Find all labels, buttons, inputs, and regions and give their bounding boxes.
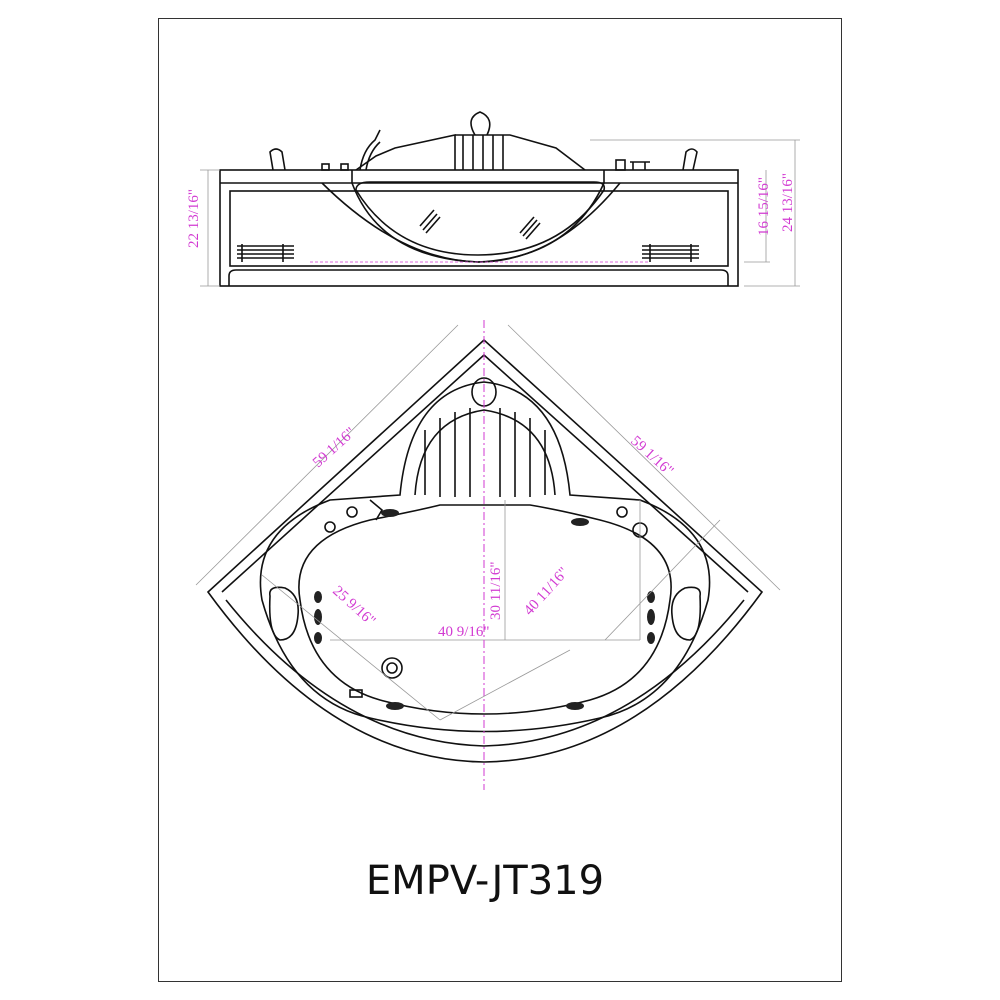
dim-basin-width: 40 9/16" [438, 624, 490, 640]
dim-overall-height-left: 22 13/16" [186, 189, 202, 248]
model-title: EMPV-JT319 [365, 858, 605, 904]
drawing-frame [158, 18, 842, 982]
dim-overall-height-right: 24 13/16" [780, 173, 796, 232]
dim-side-left: 59 1/16" [310, 425, 359, 471]
dim-side-right: 59 1/16" [627, 433, 676, 479]
front-view [200, 111, 800, 287]
dim-inner-height: 16 15/16" [756, 177, 772, 236]
top-view [195, 320, 781, 790]
dim-basin-depth: 30 11/16" [488, 562, 504, 620]
dim-basin-diag-right: 40 11/16" [521, 565, 572, 619]
dim-basin-diag-left: 25 9/16" [329, 583, 378, 629]
